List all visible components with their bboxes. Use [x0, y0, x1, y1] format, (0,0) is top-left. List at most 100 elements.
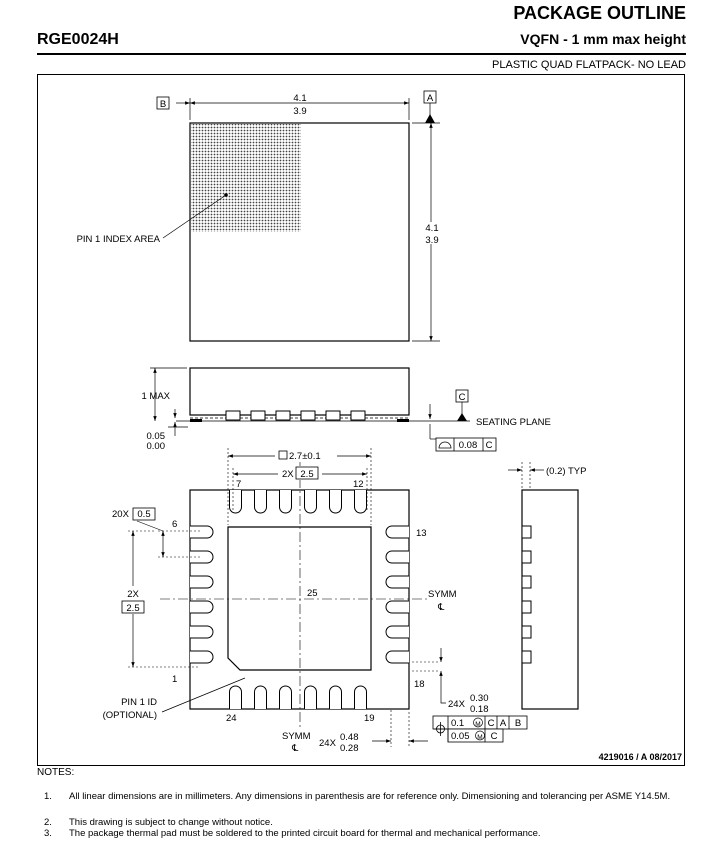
pitch-value-side: 0.5 [137, 509, 150, 520]
span-value-side: 2.5 [126, 603, 139, 614]
lead-width-min: 0.18 [470, 704, 489, 715]
lead [254, 490, 267, 514]
end-lead [521, 525, 532, 539]
lead [229, 490, 242, 514]
lead [190, 575, 214, 589]
lead [385, 625, 409, 639]
lead [190, 600, 214, 614]
document-title: PACKAGE OUTLINE [513, 3, 686, 23]
lead [190, 650, 214, 664]
lead-width-max: 0.30 [470, 693, 489, 704]
drawing-frame [37, 74, 685, 766]
side-lead [225, 410, 241, 421]
note-1: 1. All linear dimensions are in millimet… [37, 791, 685, 815]
lead-length-max: 0.48 [340, 732, 359, 743]
note-3-number: 3. [44, 828, 52, 839]
lead [354, 685, 367, 709]
part-number: RGE0024H [37, 31, 119, 48]
note-1-text: All linear dimensions are in millimeters… [69, 791, 671, 802]
span-count-side: 2X [127, 589, 139, 600]
end-leads [521, 525, 532, 664]
lead [190, 625, 214, 639]
pitch-count-side: 20X [112, 509, 130, 520]
pin1-id-leader [161, 677, 246, 713]
tol1-datum-a: A [500, 718, 507, 729]
end-lead [521, 625, 532, 639]
pin-number-7: 7 [236, 479, 241, 490]
tol2-value: 0.05 [451, 731, 470, 742]
end-lead [521, 650, 532, 664]
bottom-view: 25 2.7±0.1 2X 2.5 7 12 6 13 1 18 24 19 2… [103, 448, 528, 754]
datum-a-triangle [425, 114, 435, 123]
pin-number-13: 13 [416, 528, 427, 539]
profile-icon [438, 441, 452, 449]
drawing-id: 4219016 / A 08/2017 [599, 752, 682, 762]
pin-number-19: 19 [364, 713, 375, 724]
note-2-text: This drawing is subject to change withou… [69, 817, 273, 828]
lead-length-min: 0.28 [340, 743, 359, 754]
side-lead [300, 410, 316, 421]
note-1-number: 1. [44, 791, 52, 802]
width-max: 4.1 [293, 93, 306, 104]
pin1-id-optional: (OPTIONAL) [103, 710, 157, 721]
side-lead [350, 410, 366, 421]
height-min: 3.9 [425, 235, 438, 246]
lead [385, 650, 409, 664]
lead [354, 490, 367, 514]
side-lead [275, 410, 291, 421]
tol1-value: 0.1 [451, 718, 464, 729]
typ-label: (0.2) TYP [546, 466, 586, 477]
width-min: 3.9 [293, 106, 306, 117]
pin1-id-label: PIN 1 ID [121, 697, 157, 708]
tol2-datum-c: C [491, 731, 498, 742]
end-lead [521, 575, 532, 589]
standoff-min: 0.00 [147, 441, 166, 452]
lead [279, 490, 292, 514]
lead [279, 685, 292, 709]
note-2-number: 2. [44, 817, 52, 828]
package-subtitle: VQFN - 1 mm max height [520, 31, 686, 47]
flatness-datum: C [486, 440, 493, 451]
tol1-datum-b: B [515, 718, 521, 729]
standoff-max: 0.05 [147, 431, 166, 442]
end-view: (0.2) TYP [508, 462, 586, 710]
package-body-end [521, 489, 579, 710]
seating-plane-label: SEATING PLANE [476, 417, 551, 428]
top-view: B 4.1 3.9 A 4.1 3.9 PIN 1 INDEX AREA [77, 90, 440, 342]
header-rule [37, 53, 686, 55]
lead [329, 685, 342, 709]
symm-right-cl: ℄ [437, 602, 445, 613]
note-3-text: The package thermal pad must be soldered… [69, 828, 541, 839]
lead [190, 525, 214, 539]
pin-number-24: 24 [226, 713, 237, 724]
symm-right-label: SYMM [428, 589, 457, 600]
pin1-index-label: PIN 1 INDEX AREA [77, 234, 161, 245]
pin-number-1: 1 [172, 674, 177, 685]
lead [304, 685, 317, 709]
note-2: 2. This drawing is subject to change wit… [37, 817, 685, 829]
bottom-leads [190, 490, 409, 709]
pin1-index-leader [162, 194, 227, 239]
lead [190, 550, 214, 564]
pin-number-12: 12 [353, 479, 364, 490]
tol1-mod: M [475, 721, 480, 728]
lead [229, 685, 242, 709]
side-leads [225, 410, 366, 421]
symm-bottom-cl: ℄ [291, 743, 299, 754]
height-max-label: 1 MAX [141, 391, 170, 402]
tol2-mod: M [477, 734, 482, 741]
lead-length-count: 24X [319, 738, 337, 749]
thermal-pad [227, 526, 372, 671]
note-3: 3. The package thermal pad must be solde… [37, 828, 685, 840]
side-view: 1 MAX 0.05 0.00 C SEATING PLANE 0.08 C [141, 367, 551, 452]
pin1-index-area [191, 124, 301, 232]
package-body-side [189, 367, 410, 416]
package-type: PLASTIC QUAD FLATPACK- NO LEAD [492, 59, 686, 71]
side-lead [325, 410, 341, 421]
square-symbol [278, 450, 288, 460]
end-lead [521, 600, 532, 614]
lead [385, 550, 409, 564]
lead [304, 490, 317, 514]
mmc-icon [473, 717, 483, 728]
notes-heading: NOTES: [37, 767, 75, 778]
